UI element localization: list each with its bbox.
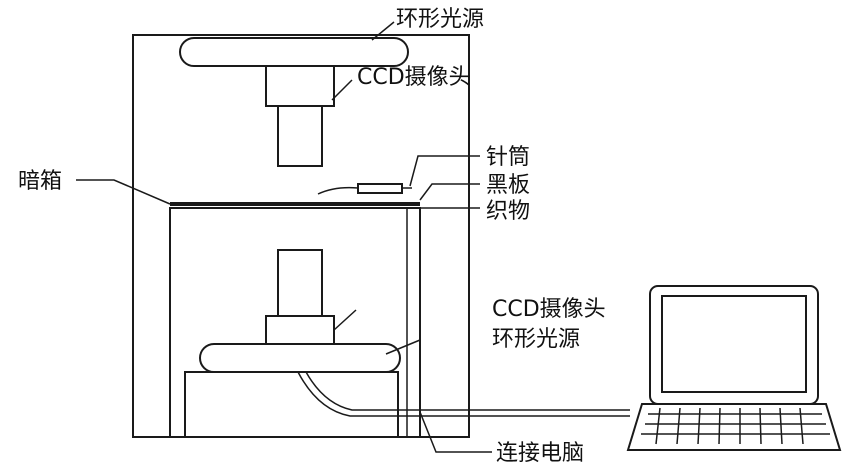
label-dark-box: 暗箱: [18, 169, 62, 194]
laptop-keyboard-base: [626, 403, 842, 451]
label-connect-computer: 连接电脑: [496, 441, 584, 466]
laptop-computer: [626, 285, 842, 451]
computer-cable: [297, 371, 630, 417]
leader-black-board: [419, 183, 480, 201]
label-needle: 针筒: [486, 145, 530, 170]
leader-bottom-ccd: [333, 309, 357, 331]
leader-dark-box: [76, 179, 171, 205]
label-fabric: 织物: [486, 199, 530, 224]
label-top-ring-light: 环形光源: [396, 7, 484, 32]
bottom-ccd-lens: [277, 249, 323, 317]
needle-syringe: [317, 183, 412, 195]
computer-cable-inner: [305, 371, 630, 411]
bottom-ring-light: [199, 343, 401, 373]
base-pedestal: [184, 371, 399, 438]
leader-top-ring-light: [371, 21, 395, 41]
bottom-ccd-camera-body: [265, 315, 335, 345]
top-ccd-camera-body: [265, 65, 335, 107]
leader-top-ccd: [331, 79, 353, 101]
laptop-keys: [641, 407, 830, 445]
leader-needle: [409, 155, 480, 187]
label-top-ccd-camera: CCD摄像头: [357, 65, 471, 90]
laptop-screen: [661, 295, 807, 393]
label-black-board: 黑板: [486, 173, 530, 198]
leader-bottom-ring-light: [385, 339, 421, 355]
label-bottom-ccd-camera: CCD摄像头: [492, 297, 606, 322]
top-ccd-lens: [277, 105, 323, 167]
label-bottom-ring-light: 环形光源: [492, 327, 580, 352]
leader-connect-computer: [419, 411, 492, 453]
top-ring-light: [179, 37, 409, 67]
